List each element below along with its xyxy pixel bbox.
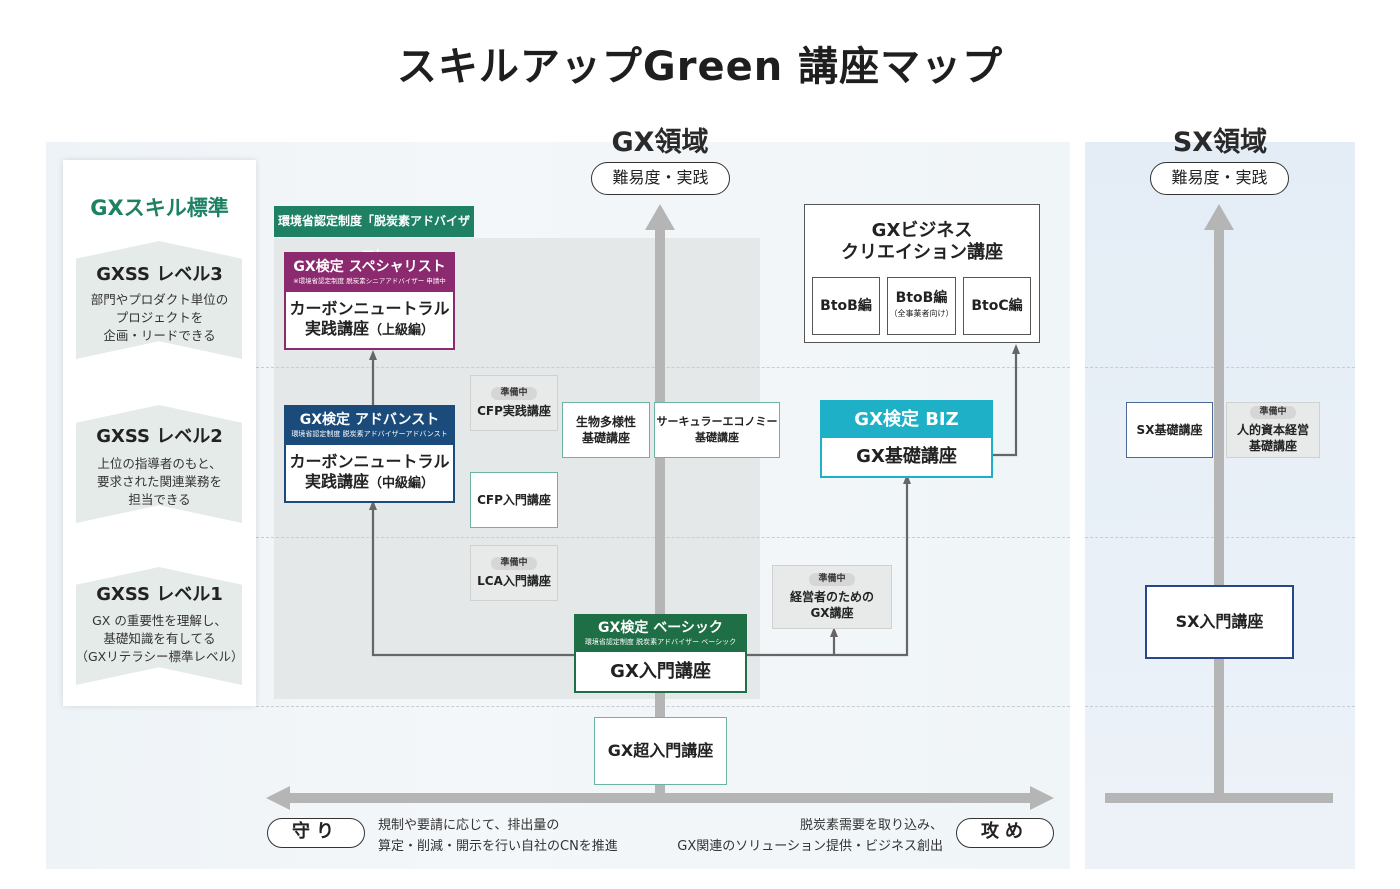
biz-creation-title: GXビジネス クリエイション講座 [841,220,1003,263]
btob-course[interactable]: BtoB編 [812,277,880,335]
btoc-course[interactable]: BtoC編 [963,277,1031,335]
page-title: スキルアップGreen 講座マップ [396,44,1004,90]
sx-vertical-axis [1214,228,1224,796]
gx-advanced-card[interactable]: GX検定 アドバンスト 環境省認定制度 脱炭素アドバイザーアドバンスト カーボン… [284,405,455,503]
right-arrowhead [1030,786,1054,810]
left-arrowhead [266,786,290,810]
cfp-intro-course[interactable]: CFP入門講座 [470,472,558,528]
offense-pill: 攻め [956,818,1054,848]
cfp-practice-course[interactable]: 準備中 CFP実践講座 [470,375,558,431]
basic-course: GX入門講座 [610,660,711,682]
level2-desc: 上位の指導者のもと、 要求された関連業務を 担当できる [96,456,222,507]
basic-to-advanced-connector [369,500,575,657]
circular-economy-course[interactable]: サーキュラーエコノミー 基礎講座 [654,402,780,458]
sx-axis-label: 難易度・実践 [1150,162,1289,195]
preparing-badge: 準備中 [809,573,855,586]
env-cert-banner: 環境省認定制度「脱炭素アドバイザー」 [274,206,474,259]
skill-standard-title: GXスキル標準 [90,196,229,220]
sx-intro-course[interactable]: SX入門講座 [1145,585,1294,659]
sx-axis-arrowhead [1204,204,1234,230]
offense-description: 脱炭素需要を取り込み、 GX関連のソリューション提供・ビジネス創出 [677,818,943,854]
basic-to-biz-connector [746,474,911,657]
preparing-badge: 準備中 [491,557,537,570]
basic-header: GX検定 ベーシック 環境省認定制度 脱炭素アドバイザー ベーシック [576,616,745,652]
human-capital-course[interactable]: 準備中 人的資本経営 基礎講座 [1226,402,1320,458]
lca-intro-course[interactable]: 準備中 LCA入門講座 [470,545,558,601]
level2-chevron [76,405,242,523]
gx-biz-card[interactable]: GX検定 BIZ GX基礎講座 [820,400,993,478]
biz-course: GX基礎講座 [856,446,957,467]
level3-desc: 部門やプロダクト単位の プロジェクトを 企画・リードできる [90,292,229,343]
biz-to-creation-connector [993,344,1020,457]
gx-axis-label: 難易度・実践 [591,162,730,195]
advanced-course: カーボンニュートラル 実践講座（中級編） [289,452,450,491]
gx-super-intro-course[interactable]: GX超入門講座 [594,717,727,785]
exec-gx-course[interactable]: 準備中 経営者のための GX講座 [772,565,892,629]
level1-chevron [76,567,242,685]
btob-all-course[interactable]: BtoB編 （全事業者向け） [887,277,956,335]
level3-title: GXSS レベル3 [96,264,223,285]
level1-desc: GX の重要性を理解し、 基礎知識を有してる （GXリテラシー標準レベル） [75,613,244,664]
gx-domain-title: GX領域 [611,127,709,158]
specialist-header: GX検定 スペシャリスト ※環境省認定制度 脱炭素シニアアドバイザー 申請中 [286,254,453,292]
preparing-badge: 準備中 [491,387,537,400]
level1-title: GXSS レベル1 [96,584,223,605]
advanced-header: GX検定 アドバンスト 環境省認定制度 脱炭素アドバイザーアドバンスト [286,407,453,445]
biz-header: GX検定 BIZ [822,402,991,438]
gx-horizontal-axis [286,793,1034,803]
level3-chevron [76,241,242,359]
defense-description: 規制や要請に応じて、排出量の 算定・削減・開示を行い自社のCNを推進 [378,818,618,854]
gx-axis-arrowhead [645,204,675,230]
sx-horizontal-axis [1105,793,1333,803]
specialist-course: カーボンニュートラル 実践講座（上級編） [289,299,450,338]
gx-vertical-axis [655,228,665,796]
defense-pill: 守り [267,818,365,848]
level2-title: GXSS レベル2 [96,426,223,447]
sx-domain-title: SX領域 [1172,127,1268,158]
gx-basic-card[interactable]: GX検定 ベーシック 環境省認定制度 脱炭素アドバイザー ベーシック GX入門講… [574,614,747,693]
biodiversity-course[interactable]: 生物多様性 基礎講座 [562,402,650,458]
gx-specialist-card[interactable]: GX検定 スペシャリスト ※環境省認定制度 脱炭素シニアアドバイザー 申請中 カ… [284,252,455,350]
preparing-badge: 準備中 [1250,406,1296,419]
sx-basic-course[interactable]: SX基礎講座 [1126,402,1213,458]
